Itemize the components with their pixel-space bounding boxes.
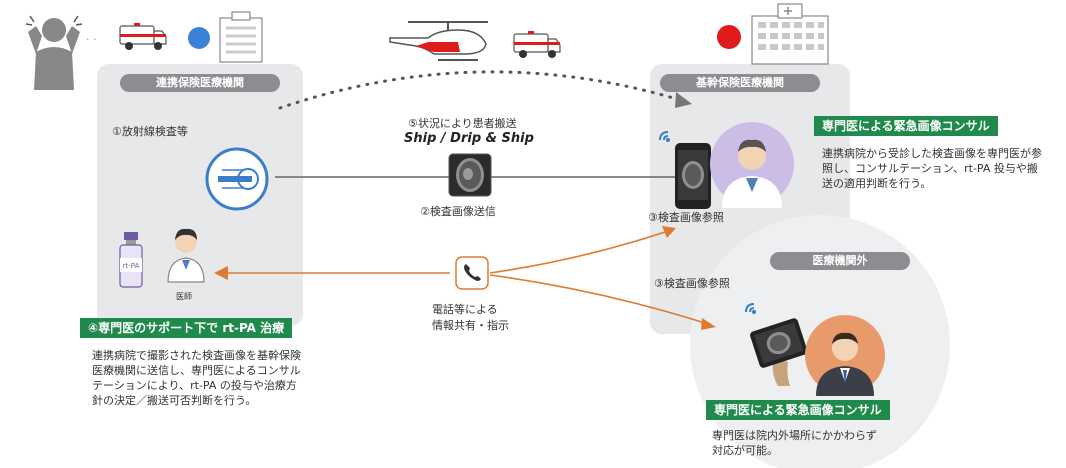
wireless-icon-outside (745, 303, 756, 314)
step5-label: ⑤状況により患者搬送 (408, 117, 517, 130)
vial-label: rt-PA (122, 262, 140, 270)
left-panel-title: 連携保険医療機関 (120, 74, 280, 92)
helicopter-icon (389, 21, 488, 61)
smartphone-icon (675, 143, 711, 209)
left-description: 連携病院で撮影された検査画像を基幹保険医療機関に送信し、専門医によるコンサルテー… (92, 349, 301, 407)
doctor-icon-right (710, 122, 794, 208)
hospital-building-icon-left (219, 11, 263, 63)
left-support-label: ④専門医のサポート下で rt-PA 治療 (80, 318, 293, 338)
right-orange-arrowhead (662, 226, 676, 238)
right-consult-label: 専門医による緊急画像コンサル (814, 116, 998, 136)
telephone-icon (455, 256, 489, 290)
wireless-icon-right (659, 131, 670, 142)
hospital-building-icon-right (751, 3, 829, 65)
doctor-icon-left (167, 228, 205, 283)
red-status-dot (717, 25, 741, 49)
outside-orange-arrowhead (701, 318, 716, 330)
ct-scan-image-icon (448, 153, 492, 197)
ambulance-icon-right (513, 31, 561, 58)
doctor-icon-outside (805, 315, 885, 396)
left-orange-arrowhead (214, 266, 228, 280)
outside-panel-title: 医療機関外 (770, 252, 910, 270)
dots-separator: · · (86, 33, 97, 46)
patient-headache-icon (25, 15, 83, 90)
right-description: 連携病院から受診した検査画像を専門医が参照し、コンサルテーション、rt-PA 投… (822, 147, 1042, 190)
medicine-vial-icon (119, 232, 143, 288)
tablet-icon (750, 318, 808, 386)
doctor-caption: 医師 (176, 292, 192, 301)
outside-step3-label: ③検査画像参照 (654, 277, 730, 290)
blue-status-dot (188, 27, 210, 49)
ship-arc-line (278, 70, 682, 110)
phone-text-line2: 情報共有・指示 (432, 319, 509, 332)
phone-text-line1: 電話等による (432, 303, 498, 316)
ship-drip-label: Ship / Drip & Ship (404, 131, 534, 146)
ct-scanner-icon (205, 147, 269, 211)
outside-consult-label: 専門医による緊急画像コンサル (706, 400, 890, 420)
phone-to-right-line (489, 231, 666, 274)
ship-arc-arrowhead (675, 92, 692, 108)
ambulance-icon-left (119, 23, 167, 50)
right-panel-title: 基幹保険医療機関 (660, 74, 820, 92)
left-step1-label: ①放射線検査等 (112, 125, 188, 138)
outside-description: 専門医は院内外場所にかかわらず対応が可能。 (712, 429, 877, 457)
phone-to-outside-line (489, 274, 706, 324)
right-step3-label: ③検査画像参照 (648, 211, 724, 224)
step2-label: ②検査画像送信 (420, 205, 496, 218)
